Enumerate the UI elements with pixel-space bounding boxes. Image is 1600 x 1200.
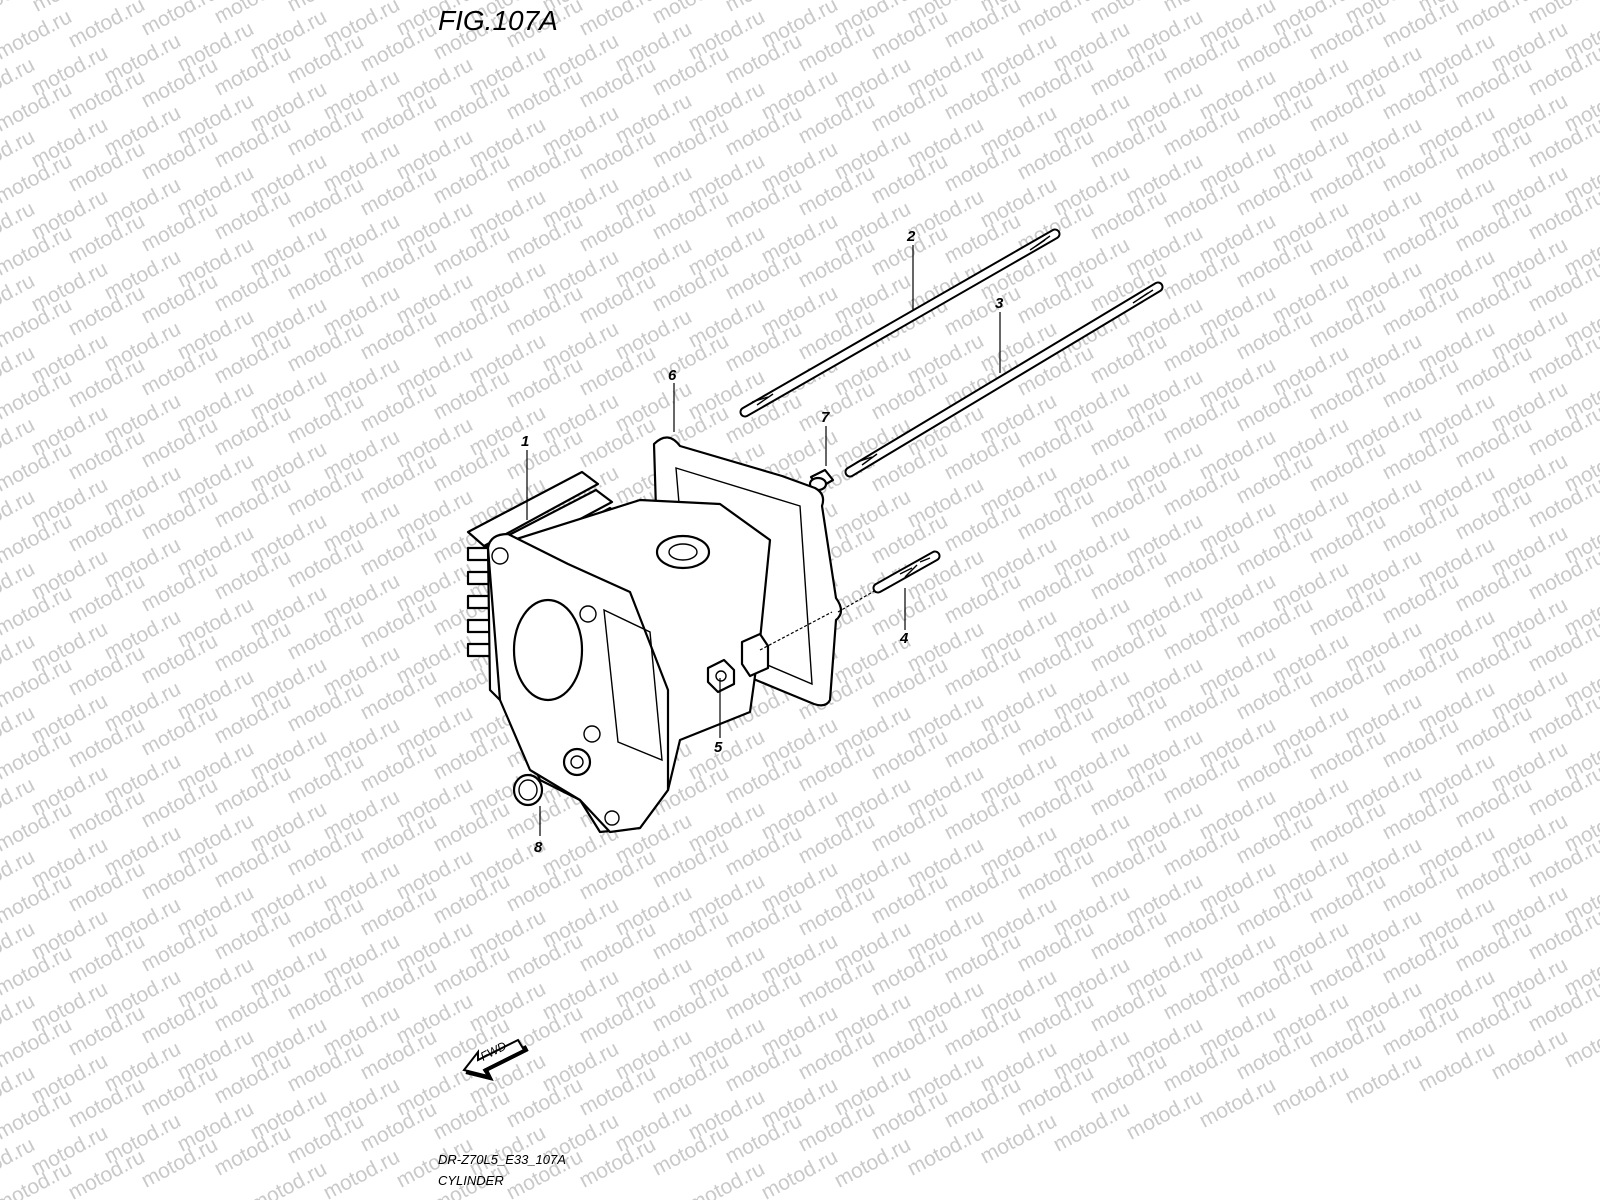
callout-8: 8 [534, 839, 543, 856]
watermark-text: motod.ru [977, 1109, 1061, 1168]
figure-title: FIG.107A [438, 5, 558, 36]
watermark-text: motod.ru [831, 1133, 915, 1192]
callout-3: 3 [995, 295, 1004, 312]
watermark-text: motod.ru [685, 1157, 769, 1200]
watermark-text: motod.ru [1452, 0, 1536, 40]
part-8-o-ring[interactable] [512, 773, 544, 807]
watermark-text: motod.ru [211, 0, 295, 28]
watermark-text: motod.ru [1269, 1061, 1353, 1120]
watermark-text: motod.ru [320, 1145, 404, 1200]
watermark-text: motod.ru [758, 1145, 842, 1200]
callout-5: 5 [714, 739, 723, 756]
watermark-text: motod.ru [1087, 0, 1171, 28]
watermark-text: motod.ru [649, 0, 733, 28]
watermark-text: motod.ru [247, 1157, 331, 1200]
callout-4: 4 [899, 630, 909, 647]
watermark-text: motod.ru [65, 0, 149, 52]
callout-6: 6 [668, 367, 677, 384]
figure-name: CYLINDER [438, 1173, 504, 1188]
watermark-text: motod.ru [1050, 1097, 1134, 1156]
watermark-text: motod.ru [1123, 1085, 1207, 1144]
watermark-text: motod.ru [1196, 1073, 1280, 1132]
callout-7: 7 [821, 409, 830, 426]
watermark-text: motod.ru [1488, 1025, 1572, 1084]
watermark-text: motod.ru [1415, 1037, 1499, 1096]
watermark-text: motod.ru [1342, 1049, 1426, 1108]
watermark-text: motod.ru [1014, 0, 1098, 40]
watermark-text: motod.ru [904, 1121, 988, 1180]
watermark-text: motod.ru [138, 0, 222, 40]
watermark-text: motod.ru [576, 0, 660, 40]
callout-2: 2 [906, 228, 916, 245]
figure-code: DR-Z70L5_E33_107A [438, 1152, 566, 1167]
callout-1: 1 [521, 433, 529, 450]
